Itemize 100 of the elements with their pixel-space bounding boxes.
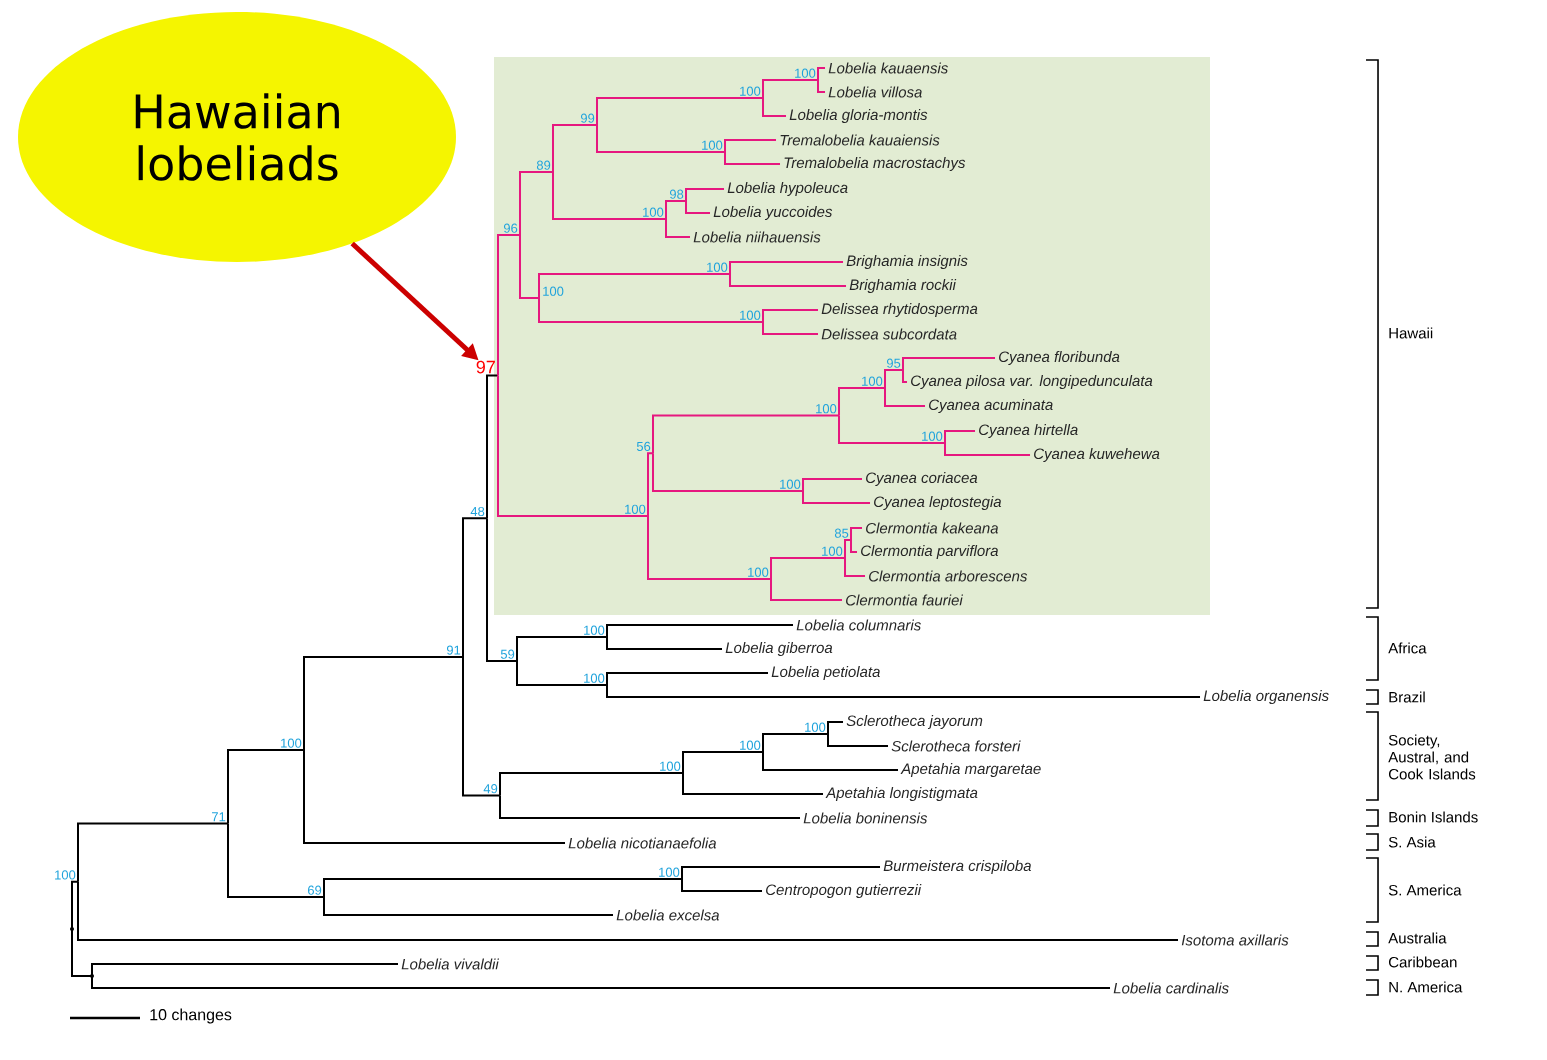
branch (77, 822, 229, 883)
support-value: 100 (740, 86, 761, 96)
branch (227, 748, 305, 825)
support-value: 100 (707, 262, 728, 272)
taxon-name: Cyanea kuwehewa (1034, 448, 1160, 462)
region-label: Australia (1388, 932, 1447, 944)
branch (762, 79, 819, 99)
region-label: Hawaii (1389, 327, 1433, 339)
branch (838, 414, 946, 444)
branch (762, 733, 829, 753)
support-value: 100 (780, 479, 801, 489)
branch (91, 975, 1111, 989)
taxon-name: Sclerotheca jayorum (846, 715, 983, 729)
taxon-name: Apetahia longistigmata (825, 787, 978, 801)
branch (652, 452, 804, 492)
branch (538, 297, 764, 323)
branch (606, 624, 794, 638)
branch (462, 517, 488, 658)
branch (762, 321, 819, 335)
support-value: 100 (281, 738, 302, 748)
branch (647, 515, 772, 580)
support-value: 100 (702, 140, 723, 150)
taxon-name: Cyanea hirtella (979, 424, 1078, 438)
taxon-name: Clermontia arborescens (869, 570, 1028, 582)
support-value: 100 (922, 431, 943, 441)
taxon-name: Tremalobelia kauaiensis (780, 134, 940, 146)
branch (685, 188, 725, 202)
support-value: 100 (805, 722, 826, 732)
support-value: 100 (816, 404, 837, 414)
branch (323, 878, 683, 898)
branch (850, 539, 858, 553)
support-value: 85 (834, 528, 849, 538)
branch (516, 660, 608, 686)
branch (519, 234, 540, 299)
taxon-name: Burmeistera crispiloba (883, 860, 1032, 874)
branch (762, 97, 787, 117)
taxon-name: Cyanea coriacea (866, 472, 978, 486)
branch (902, 369, 908, 383)
branch (71, 927, 93, 977)
branch (552, 171, 667, 220)
branch (606, 684, 1201, 698)
support-value: 71 (212, 812, 226, 822)
support-value: 89 (536, 160, 551, 170)
taxon-name: Lobelia petiolata (771, 666, 880, 680)
support-value: 100 (660, 761, 681, 771)
region-label: N. America (1389, 981, 1463, 993)
branch (944, 430, 976, 444)
branch (844, 539, 852, 559)
region-label: Society, Austral, and Cook Islands (1388, 734, 1476, 780)
region-label: Caribbean (1389, 956, 1457, 968)
branch (724, 151, 781, 165)
branch (762, 309, 819, 323)
support-value: 56 (636, 441, 651, 451)
branch (681, 878, 763, 892)
branch (606, 672, 769, 686)
branch (729, 273, 847, 287)
taxon-name: Lobelia vivaldii (401, 958, 500, 970)
support-value: 100 (795, 68, 816, 78)
branch (462, 655, 501, 797)
branch (770, 557, 846, 580)
branch (850, 527, 863, 541)
taxon-name: Sclerotheca forsteri (891, 740, 1021, 752)
branch (665, 200, 687, 220)
branch (682, 772, 824, 795)
scale-label: 10 changes (150, 1008, 232, 1024)
branch (596, 124, 726, 153)
taxon-name: Brighamia rockii (849, 279, 957, 293)
branch (497, 234, 521, 377)
support-value: 69 (308, 885, 322, 895)
taxon-name: Lobelia giberroa (725, 642, 833, 656)
branch (681, 866, 881, 880)
support-value: 95 (886, 358, 901, 368)
support-value: 99 (580, 113, 595, 123)
branch (770, 578, 843, 601)
support-value: 100 (643, 207, 664, 217)
support-value: 100 (862, 376, 883, 386)
support-value: 100 (748, 567, 769, 577)
branch (647, 452, 654, 518)
region-label: S. America (1388, 884, 1462, 896)
branch (685, 200, 711, 214)
support-value: 48 (470, 506, 485, 517)
taxon-name: Brighamia insignis (846, 255, 968, 269)
taxon-name: Lobelia nicotianaefolia (568, 837, 717, 849)
branch (724, 139, 777, 153)
support-value: 100 (584, 625, 605, 635)
branch (486, 374, 499, 520)
support-value: 59 (500, 649, 515, 659)
branch (499, 772, 684, 797)
support-value: 100 (822, 546, 843, 556)
branch (519, 171, 554, 236)
branch (802, 478, 863, 492)
taxon-name: Lobelia yuccoides (713, 206, 833, 220)
support-value: 100 (740, 310, 761, 320)
branch (323, 896, 614, 916)
taxon-name: Delissea rhytidosperma (821, 303, 978, 317)
support-value: 97 (476, 360, 495, 374)
branch (303, 748, 566, 844)
taxon-name: Lobelia excelsa (616, 909, 720, 921)
branch (499, 794, 801, 819)
taxon-name: Isotoma axillaris (1181, 934, 1289, 946)
